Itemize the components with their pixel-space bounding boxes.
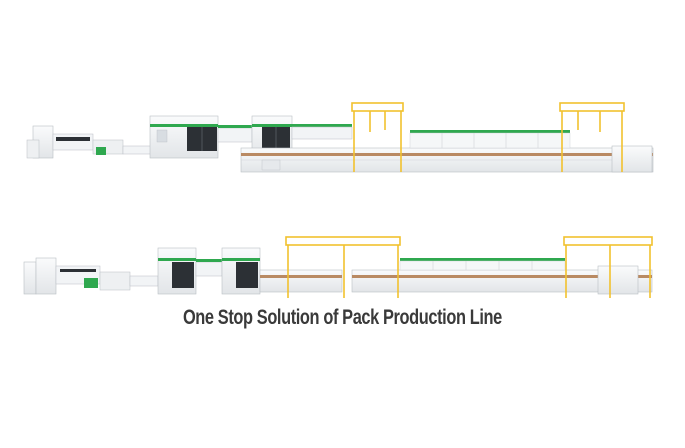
green-bays <box>399 258 566 271</box>
gantry-left <box>285 236 401 298</box>
main-conveyor <box>240 145 654 173</box>
enclosed-cell-1 <box>149 115 219 159</box>
enclosed-cell-2 <box>221 247 261 295</box>
gantry-right <box>563 236 653 298</box>
gantry-left <box>351 102 404 172</box>
main-conveyor <box>259 265 653 295</box>
transfer-section <box>195 261 223 277</box>
infeed-station <box>26 125 152 159</box>
green-trim <box>196 259 222 262</box>
enclosed-cell-1 <box>157 247 197 295</box>
infeed-station <box>23 257 159 295</box>
gantry-right <box>559 102 625 172</box>
production-line-bottom <box>23 236 653 298</box>
transfer-section <box>291 126 353 140</box>
green-trim <box>292 124 352 127</box>
image-caption: One Stop Solution of Pack Production Lin… <box>182 306 502 329</box>
green-trim <box>218 125 252 128</box>
green-bays <box>409 130 571 149</box>
production-line-top <box>26 102 654 173</box>
transfer-section <box>217 127 253 143</box>
